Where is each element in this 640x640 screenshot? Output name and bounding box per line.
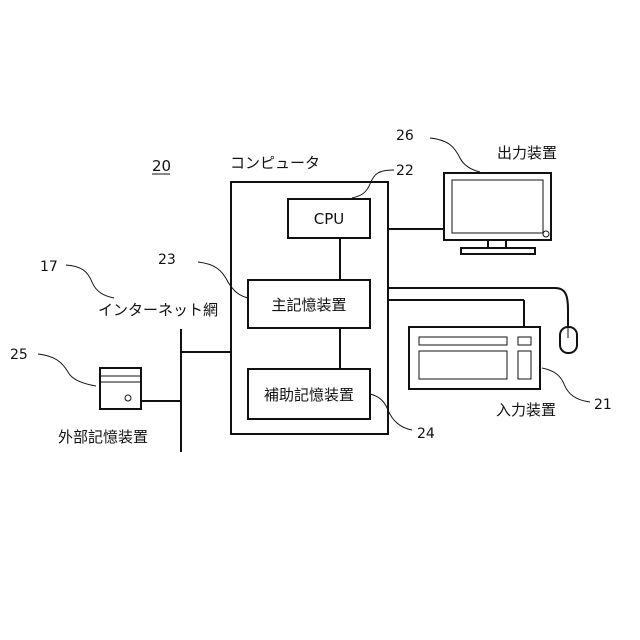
aux-storage-label: 補助記憶装置	[264, 386, 354, 404]
external-storage-icon	[100, 368, 141, 409]
input-device-label: 入力装置	[496, 401, 556, 419]
computer-label: コンピュータ	[230, 154, 320, 172]
network-ref-number: 17	[40, 259, 58, 275]
input-device-ref-number: 21	[594, 397, 612, 413]
network-leader-line	[66, 265, 114, 298]
cpu-label: CPU	[314, 210, 345, 228]
input-device-leader-line	[542, 368, 590, 402]
output-device-ref-number: 26	[396, 128, 414, 144]
external-storage-ref-number: 25	[10, 347, 28, 363]
cpu-ref-number: 22	[396, 163, 414, 179]
output-device-leader-line	[430, 138, 480, 172]
external-storage-label: 外部記憶装置	[58, 428, 148, 446]
output-device-label: 出力装置	[497, 144, 557, 162]
keyboard-icon	[409, 327, 540, 389]
main-memory-ref-number: 23	[158, 252, 176, 268]
network-label: インターネット網	[98, 301, 218, 319]
monitor-icon	[444, 173, 551, 254]
mouse-icon	[560, 327, 577, 353]
main-memory-label: 主記憶装置	[271, 296, 346, 314]
system-ref-number: 20	[152, 157, 171, 175]
computer-mouse-cable	[388, 288, 568, 327]
aux-storage-ref-number: 24	[417, 426, 435, 442]
external-storage-leader-line	[38, 354, 96, 386]
